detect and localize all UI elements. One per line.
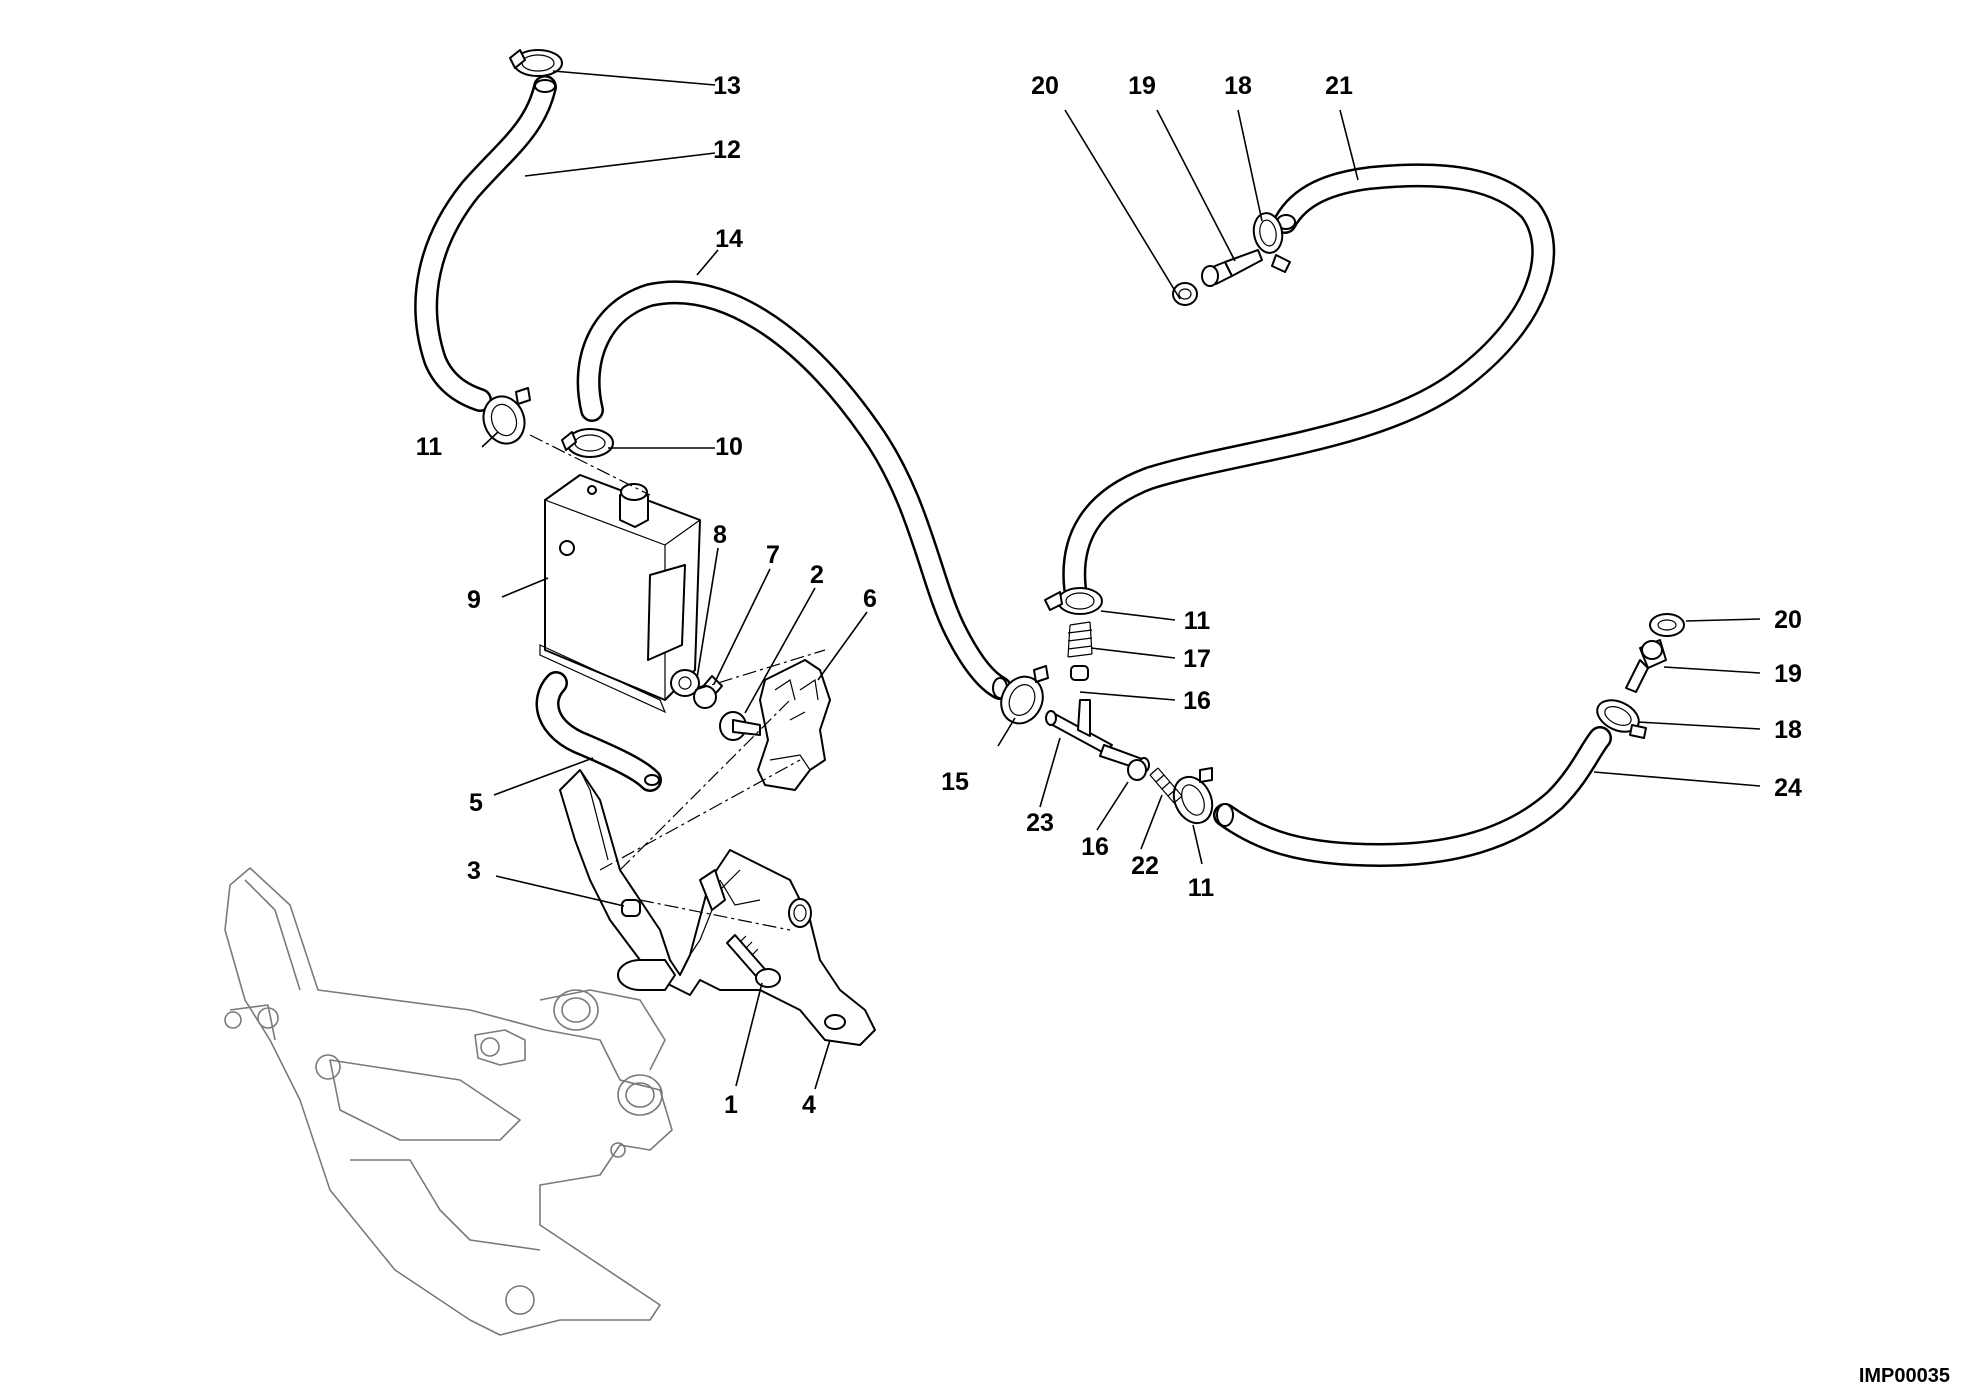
callout-23: 23 <box>1026 809 1054 837</box>
hose-14 <box>576 280 1012 700</box>
callout-4: 4 <box>802 1091 816 1119</box>
bushing-7 <box>693 675 723 709</box>
hose-clamp-13 <box>509 49 563 77</box>
hose-clamp-11-tee-right <box>1172 767 1214 825</box>
cap-16-top <box>1070 665 1089 681</box>
callout-13: 13 <box>713 72 741 100</box>
callout-11-left: 11 <box>416 433 443 461</box>
callout-7: 7 <box>766 541 780 569</box>
hose-21 <box>1062 163 1556 600</box>
callout-16-top: 16 <box>1183 687 1211 715</box>
callout-22: 22 <box>1131 852 1159 880</box>
hose-clamp-10 <box>561 428 614 458</box>
callout-8: 8 <box>713 521 727 549</box>
callout-5: 5 <box>469 789 483 817</box>
callout-20-right: 20 <box>1774 606 1802 634</box>
hose-5 <box>535 671 662 792</box>
callout-12: 12 <box>713 136 741 164</box>
fitting-19-right <box>1625 639 1667 693</box>
callout-20-top: 20 <box>1031 72 1059 100</box>
reference-code: IMP00035 <box>1859 1365 1950 1387</box>
mounting-plate <box>559 769 876 1046</box>
spacer-8 <box>670 669 700 697</box>
cap-16-right <box>1127 759 1147 781</box>
hose-clamp-18-right <box>1596 699 1647 739</box>
callout-19-right: 19 <box>1774 660 1802 688</box>
callout-21: 21 <box>1325 72 1353 100</box>
callout-14: 14 <box>715 225 743 253</box>
spring-17 <box>1067 621 1093 658</box>
bracket-6 <box>757 659 831 791</box>
hose-24 <box>1213 726 1612 867</box>
spring-22 <box>1149 767 1183 804</box>
callout-16-right: 16 <box>1081 833 1109 861</box>
hose-clamp-11-tee-top <box>1044 587 1103 615</box>
callout-11-tee-right: 11 <box>1188 874 1215 902</box>
callout-6: 6 <box>863 585 877 613</box>
callout-11-tee-top: 11 <box>1184 607 1211 635</box>
alignment-lines <box>529 434 826 931</box>
hose-12 <box>414 75 557 412</box>
nut <box>621 899 641 917</box>
fitting-19-top <box>1201 249 1263 287</box>
callout-15: 15 <box>941 768 969 796</box>
hose-clamp-18-top <box>1252 212 1291 273</box>
callout-9: 9 <box>467 586 481 614</box>
callout-10: 10 <box>715 433 743 461</box>
leader-lines <box>481 70 1761 1090</box>
rubber-mount-2 <box>719 711 761 741</box>
canister <box>539 474 701 714</box>
callout-17: 17 <box>1183 645 1211 673</box>
callouts: 13 12 14 11 10 9 8 7 2 6 5 3 1 4 20 19 1… <box>416 72 1802 1119</box>
callout-1: 1 <box>724 1091 738 1119</box>
bolt <box>726 934 781 988</box>
washer-20-right <box>1649 613 1685 637</box>
hose-clamp-15 <box>1000 665 1049 725</box>
footpeg-bracket <box>224 867 673 1336</box>
callout-24: 24 <box>1774 774 1802 802</box>
callout-18-top: 18 <box>1224 72 1252 100</box>
callout-18-right: 18 <box>1774 716 1802 744</box>
callout-2: 2 <box>810 561 824 589</box>
callout-19-top: 19 <box>1128 72 1156 100</box>
callout-3: 3 <box>467 857 481 885</box>
washer-20-top <box>1172 282 1198 306</box>
hose-clamp-11-left <box>482 387 531 445</box>
